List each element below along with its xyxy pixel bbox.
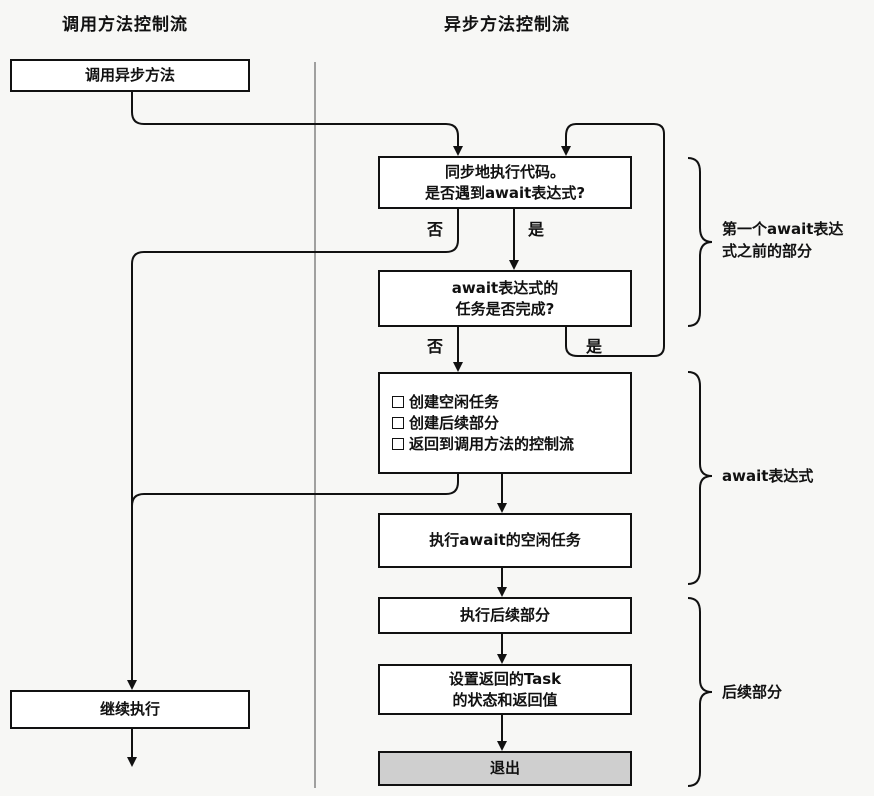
set-return-line-2: 的状态和返回值 (452, 690, 558, 709)
sync-exec-line-1: 同步地执行代码。 (444, 162, 565, 181)
arrow-return-to-caller (131, 474, 459, 507)
checkbox-icon (392, 395, 404, 408)
exec-idle-box: 执行await的空闲任务 (378, 513, 632, 568)
checkbox-icon (392, 437, 404, 450)
left-column-title: 调用方法控制流 (62, 15, 188, 35)
arrow-call-to-sync (131, 92, 463, 156)
call-async-label: 调用异步方法 (84, 66, 175, 84)
call-async-box: 调用异步方法 (10, 59, 250, 92)
exec-continuation-label: 执行后续部分 (459, 606, 550, 624)
set-return-line-1: 设置返回的Task (448, 669, 562, 688)
exit-label: 退出 (489, 759, 520, 777)
sync-no-label: 否 (427, 220, 444, 239)
checkbox-icon (392, 416, 404, 429)
await-done-box: await表达式的 任务是否完成? (378, 270, 632, 327)
arrow-sync-no (127, 209, 459, 690)
await-yes-label: 是 (586, 337, 603, 356)
brace-label-continuation: 后续部分 (722, 683, 783, 701)
sync-exec-line-2: 是否遇到await表达式? (424, 183, 586, 202)
await-action-item: 返回到调用方法的控制流 (392, 434, 574, 455)
continue-exec-label: 继续执行 (99, 700, 160, 718)
await-action-item: 创建空闲任务 (392, 392, 574, 413)
exec-continuation-box: 执行后续部分 (378, 597, 632, 634)
exit-box: 退出 (378, 751, 632, 786)
brace-label-before-first-await: 第一个await表达 式之前的部分 (722, 220, 844, 260)
await-action-item: 创建后续部分 (392, 413, 574, 434)
sync-exec-box: 同步地执行代码。 是否遇到await表达式? (378, 156, 632, 209)
await-done-line-1: await表达式的 (451, 278, 559, 297)
await-actions-box: 创建空闲任务 创建后续部分 返回到调用方法的控制流 (378, 372, 632, 474)
await-no-label: 否 (427, 337, 444, 356)
brace-continuation (687, 597, 713, 787)
await-done-line-2: 任务是否完成? (455, 299, 555, 318)
continue-exec-box: 继续执行 (10, 690, 250, 729)
set-return-box: 设置返回的Task 的状态和返回值 (378, 664, 632, 715)
brace-before-first-await (687, 157, 713, 327)
brace-label-await-expr: await表达式 (722, 467, 814, 485)
sync-yes-label: 是 (528, 220, 545, 239)
exec-idle-label: 执行await的空闲任务 (429, 531, 581, 549)
brace-await-expr (687, 371, 713, 585)
right-column-title: 异步方法控制流 (444, 15, 570, 35)
arrow-await-yes-loop (561, 123, 665, 357)
